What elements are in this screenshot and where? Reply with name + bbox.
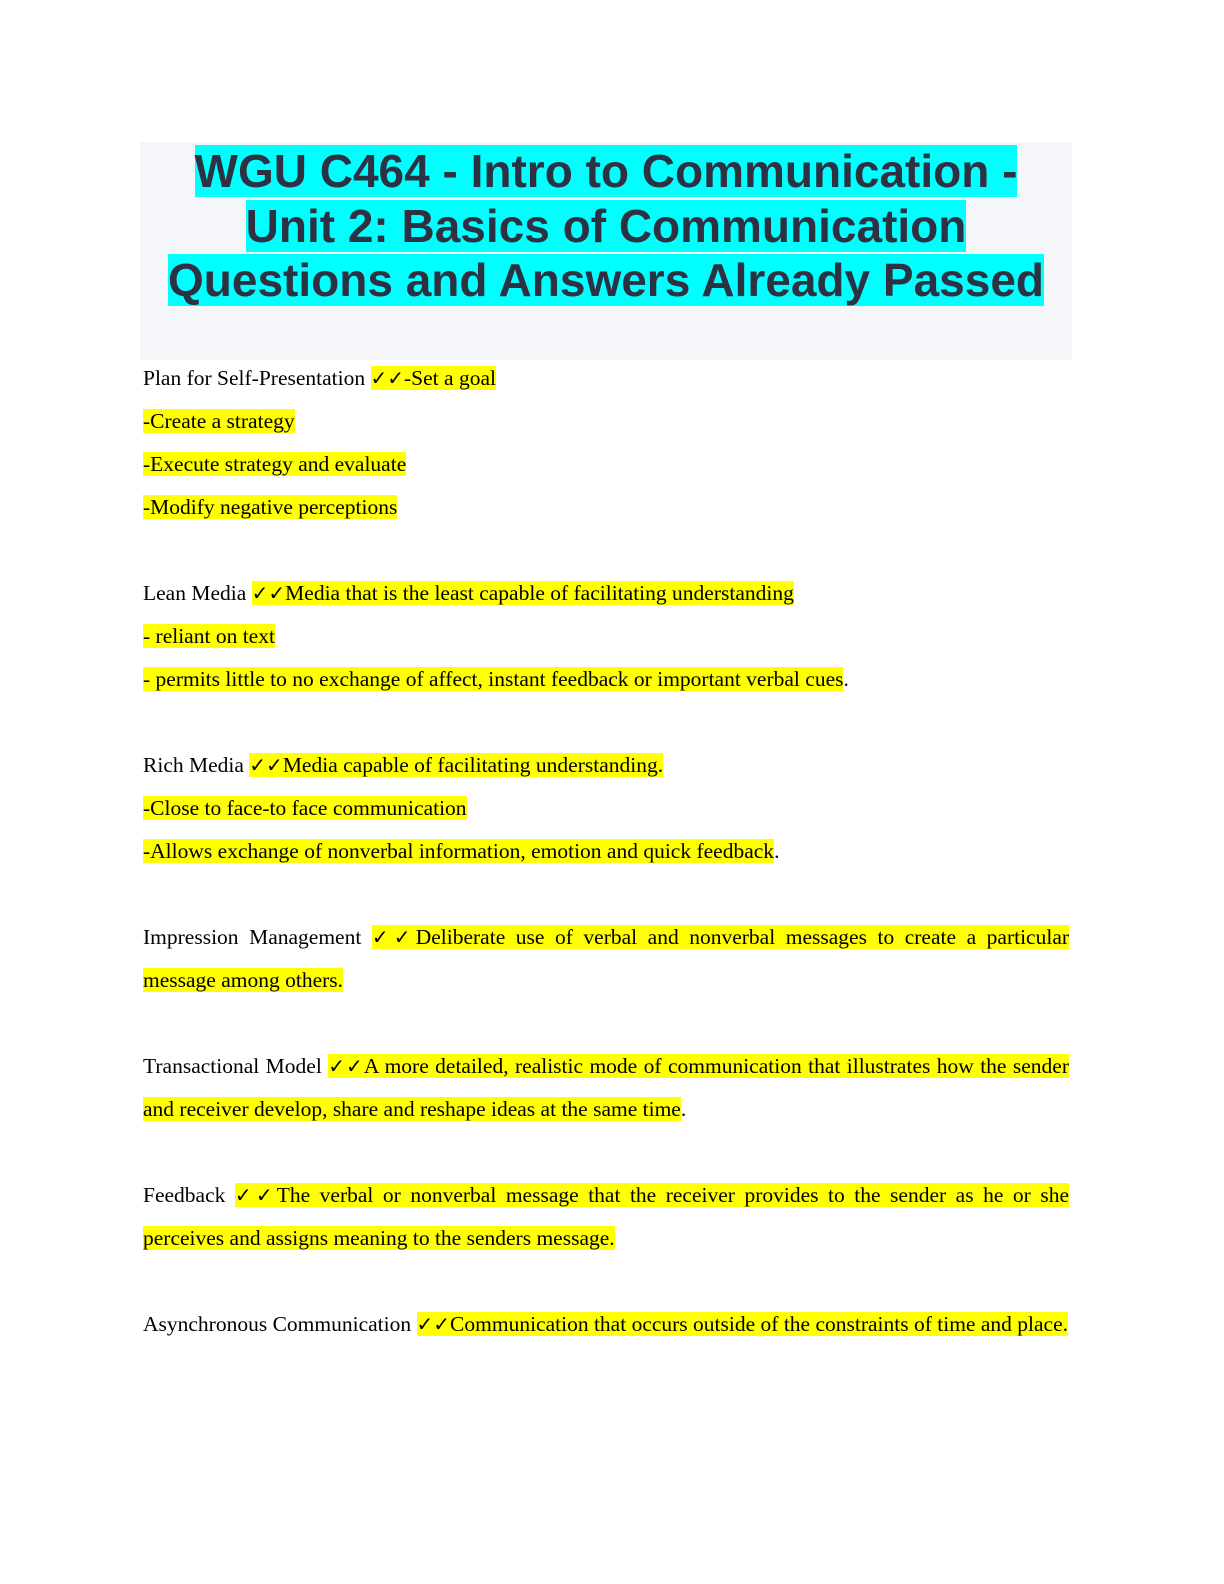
answer-highlight: - reliant on text [143,624,275,648]
answer-highlight: -Execute strategy and evaluate [143,452,407,476]
trailing-punctuation: . [774,839,780,863]
term: Impression Management [143,925,362,949]
answer-line: Lean Media ✓✓Media that is the least cap… [143,572,1069,615]
answer-highlight: -Allows exchange of nonverbal informatio… [143,839,775,863]
answer-highlight: -Modify negative perceptions [143,495,398,519]
answer-line: Rich Media ✓✓Media capable of facilitati… [143,744,1069,787]
answer-text: -Close to face-to face communication [143,796,467,820]
qa-list: Plan for Self-Presentation ✓✓-Set a goal… [143,357,1070,1389]
answer-text: Deliberate use of verbal and nonverbal m… [143,925,1070,992]
term: Plan for Self-Presentation [143,366,366,390]
double-check-icon: ✓✓ [370,366,405,390]
answer-text: Communication that occurs outside of the… [450,1312,1068,1336]
answer-highlight: -Create a strategy [143,409,295,433]
qa-entry: Rich Media ✓✓Media capable of facilitati… [143,744,1069,873]
answer-text: Media that is the least capable of facil… [285,581,794,605]
term: Asynchronous Communication [143,1312,412,1336]
answer-highlight: ✓✓Media capable of facilitating understa… [249,753,664,777]
answer-line: -Modify negative perceptions [143,486,1069,529]
double-check-icon: ✓✓ [234,1183,277,1207]
qa-entry: Transactional Model ✓✓A more detailed, r… [143,1045,1069,1131]
answer-text: -Execute strategy and evaluate [143,452,407,476]
answer-text: -Modify negative perceptions [143,495,398,519]
answer-text: - reliant on text [143,624,275,648]
qa-entry: Impression Management ✓✓Deliberate use o… [143,916,1070,1002]
title-banner: WGU C464 - Intro to Communication - Unit… [140,142,1072,360]
double-check-icon: ✓✓ [249,753,283,777]
answer-line: -Create a strategy [143,400,1069,443]
double-check-icon: ✓✓ [416,1312,451,1336]
answer-line: -Allows exchange of nonverbal informatio… [143,830,1069,873]
answer: ✓✓Communication that occurs outside of t… [416,1312,1068,1336]
answer-text: Media capable of facilitating understand… [282,753,664,777]
answer-line: - reliant on text [143,615,1069,658]
qa-entry: Feedback ✓✓The verbal or nonverbal messa… [143,1174,1070,1260]
trailing-punctuation: . [843,667,849,691]
answer-line: -Execute strategy and evaluate [143,443,1069,486]
answer-text: -Create a strategy [143,409,295,433]
term: Lean Media [143,581,247,605]
answer-text: - permits little to no exchange of affec… [143,667,844,691]
trailing-punctuation: . [680,1097,687,1121]
title-line: WGU C464 - Intro to Communication - [194,145,1018,197]
qa-entry: Plan for Self-Presentation ✓✓-Set a goal… [143,357,1069,529]
answer: ✓✓The verbal or nonverbal message that t… [143,1183,1070,1250]
answer-line: - permits little to no exchange of affec… [143,658,1069,701]
answer-text: The verbal or nonverbal message that the… [143,1183,1070,1250]
answer-text: A more detailed, realistic mode of commu… [143,1054,1069,1121]
answer-line: Plan for Self-Presentation ✓✓-Set a goal [143,357,1069,400]
term: Transactional Model [143,1054,322,1078]
title-line: Unit 2: Basics of Communication [245,199,967,252]
answer-highlight: - permits little to no exchange of affec… [143,667,844,691]
term: Rich Media [143,753,244,777]
double-check-icon: ✓✓ [328,1054,364,1078]
double-check-icon: ✓✓ [251,581,286,605]
answer-text: -Set a goal [404,366,496,390]
answer-line: -Close to face-to face communication [143,787,1069,830]
answer-highlight: -Close to face-to face communication [143,796,467,820]
double-check-icon: ✓✓ [371,925,416,949]
document-title: WGU C464 - Intro to Communication - Unit… [140,142,1072,308]
answer-text: -Allows exchange of nonverbal informatio… [143,839,775,863]
title-line: Questions and Answers Already Passed [167,254,1045,306]
term: Feedback [143,1183,226,1207]
answer-highlight: ✓✓Media that is the least capable of fac… [251,581,794,605]
qa-entry: Asynchronous Communication ✓✓Communicati… [143,1303,1069,1346]
qa-entry: Lean Media ✓✓Media that is the least cap… [143,572,1069,701]
answer-highlight: ✓✓-Set a goal [370,366,496,390]
